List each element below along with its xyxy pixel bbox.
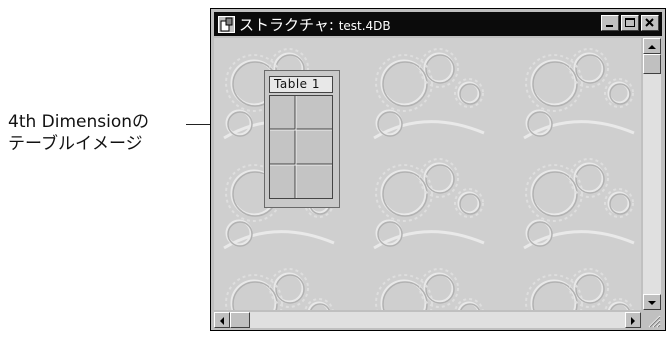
- minimize-icon: [606, 25, 613, 27]
- callout-label: 4th Dimensionの テーブルイメージ: [8, 111, 198, 155]
- arrow-down-icon: [648, 301, 656, 305]
- table-1-box[interactable]: Table 1: [264, 70, 340, 208]
- scroll-right-button[interactable]: [625, 312, 641, 328]
- vertical-scroll-thumb[interactable]: [643, 54, 661, 74]
- maximize-button[interactable]: [621, 15, 639, 31]
- scroll-up-button[interactable]: [643, 38, 661, 54]
- window-title-file: test.4DB: [338, 18, 391, 33]
- window-title-prefix: ストラクチャ:: [239, 15, 339, 34]
- vertical-scrollbar[interactable]: [643, 38, 661, 310]
- horizontal-scroll-thumb[interactable]: [230, 312, 250, 328]
- minimize-button[interactable]: [601, 15, 619, 31]
- scroll-left-button[interactable]: [214, 312, 230, 328]
- arrow-left-icon: [220, 317, 224, 325]
- window-controls: [601, 15, 659, 31]
- structure-window: ストラクチャ: test.4DB: [210, 8, 666, 331]
- structure-canvas[interactable]: Table 1: [214, 38, 641, 310]
- title-bar[interactable]: ストラクチャ: test.4DB: [214, 12, 662, 36]
- scroll-down-button[interactable]: [643, 294, 661, 310]
- maximize-icon: [625, 18, 635, 27]
- resize-grip[interactable]: [643, 312, 661, 328]
- arrow-up-icon: [648, 45, 656, 49]
- callout-line-2: テーブルイメージ: [8, 134, 143, 154]
- close-icon: [645, 18, 654, 27]
- window-title: ストラクチャ: test.4DB: [239, 14, 391, 35]
- callout-line-1: 4th Dimensionの: [8, 112, 150, 132]
- close-button[interactable]: [641, 15, 659, 31]
- horizontal-scrollbar[interactable]: [214, 312, 641, 328]
- app-icon[interactable]: [218, 15, 235, 33]
- table-title[interactable]: Table 1: [269, 76, 333, 93]
- arrow-right-icon: [631, 317, 635, 325]
- resize-grip-icon: [648, 315, 661, 328]
- table-fields-grid: [269, 95, 333, 199]
